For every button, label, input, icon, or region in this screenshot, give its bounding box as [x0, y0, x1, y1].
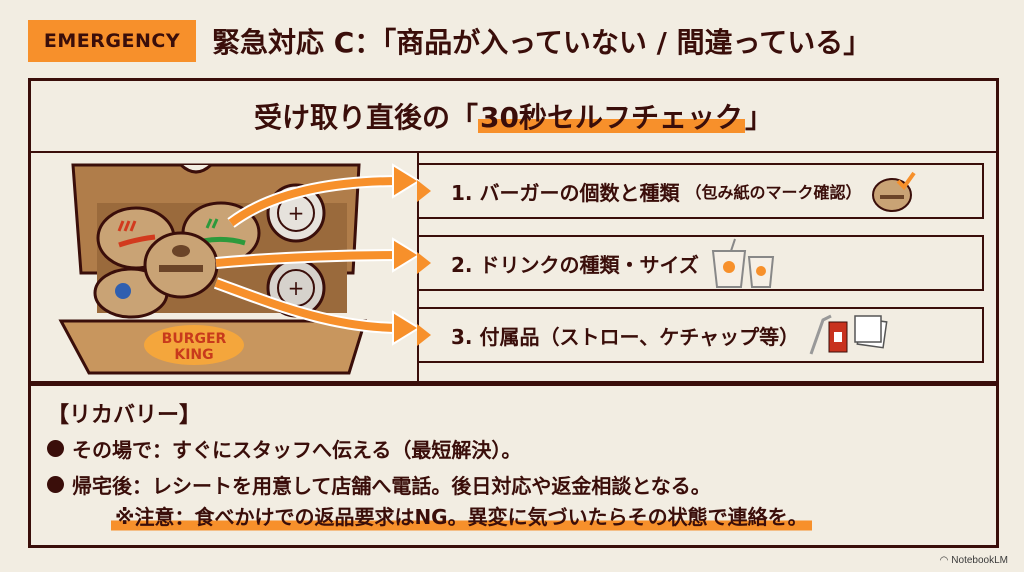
svg-text:KING: KING	[174, 347, 213, 363]
check-item-sub: （包み紙のマーク確認）	[685, 183, 862, 202]
check-item-accessories: 3. 付属品（ストロー、ケチャップ等）	[419, 307, 984, 363]
recovery-line-home: 帰宅後：レシートを用意して店舗へ電話。後日対応や返金相談となる。	[47, 466, 996, 502]
caution-note: ※注意：食べかけでの返品要求はNG。異変に気づいたらその状態で連絡を。	[111, 502, 812, 532]
recovery-title: 【リカバリー】	[47, 403, 202, 428]
check-item-drink: 2. ドリンクの種類・サイズ	[419, 235, 984, 291]
drink-cups-icon	[707, 237, 777, 289]
check-item-burger: 1. バーガーの個数と種類 （包み紙のマーク確認）	[419, 163, 984, 219]
recovery-text: その場で：すぐにスタッフへ伝える（最短解決）。	[72, 437, 522, 462]
accessories-icon	[807, 312, 891, 358]
arrow-head-3	[417, 324, 431, 346]
arrow-head-2	[417, 252, 431, 274]
illustration-panel: + + BURGER KING	[31, 153, 421, 381]
title-suffix: 」	[744, 101, 773, 134]
main-frame: 受け取り直後の「30秒セルフチェック」 +	[28, 78, 999, 548]
checklist-panel: 1. バーガーの個数と種類 （包み紙のマーク確認） 2. ドリンクの種類・サイズ	[417, 153, 996, 381]
check-section-header: 受け取り直後の「30秒セルフチェック」	[31, 81, 996, 153]
arrow-head-1	[417, 180, 431, 202]
check-item-label: 1. バーガーの個数と種類	[451, 180, 680, 205]
recovery-text: 帰宅後：レシートを用意して店舗へ電話。後日対応や返金相談となる。	[72, 473, 711, 498]
svg-text:BURGER: BURGER	[162, 331, 227, 347]
burger-check-icon	[870, 169, 918, 213]
emergency-badge: EMERGENCY	[28, 20, 196, 62]
page-title: 緊急対応 C：「商品が入っていない / 間違っている」	[212, 26, 872, 59]
title-prefix: 受け取り直後の「	[254, 101, 479, 134]
svg-text:+: +	[288, 201, 305, 225]
bullet-icon	[47, 475, 64, 493]
check-item-label: 2. ドリンクの種類・サイズ	[451, 252, 699, 277]
check-item-label: 3. 付属品（ストロー、ケチャップ等）	[451, 324, 800, 349]
recovery-line-onsite: その場で：すぐにスタッフへ伝える（最短解決）。	[47, 430, 996, 466]
check-section-title: 受け取り直後の「30秒セルフチェック」	[254, 96, 773, 136]
notebooklm-brand: ◠ NotebookLM	[940, 555, 1008, 566]
bullet-icon	[47, 439, 64, 457]
title-highlight: 30秒セルフチェック	[478, 96, 745, 136]
brand-label: NotebookLM	[951, 555, 1008, 566]
recovery-section: 【リカバリー】 その場で：すぐにスタッフへ伝える（最短解決）。 帰宅後：レシート…	[31, 381, 996, 545]
notebooklm-logo-icon: ◠	[939, 555, 949, 566]
burger-box-illustration: + + BURGER KING	[58, 163, 421, 375]
svg-text:+: +	[288, 276, 305, 300]
